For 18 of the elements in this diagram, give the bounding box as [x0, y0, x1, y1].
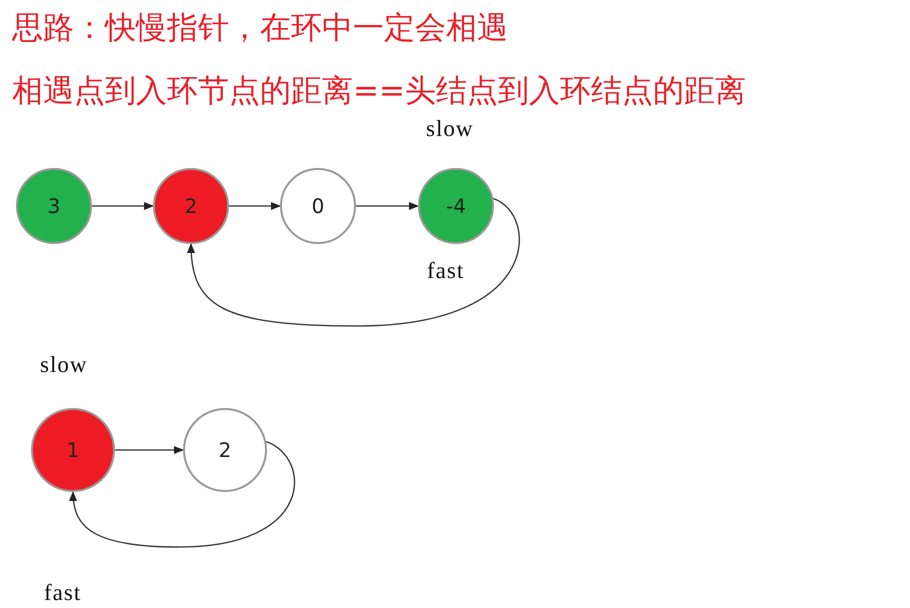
arrow [356, 202, 419, 210]
arrow [229, 202, 281, 210]
arrow [69, 441, 295, 548]
heading: 相遇点到入环节点的距离==头结点到入环结点的距离 [12, 73, 746, 110]
list-node-circle: 2 [153, 168, 229, 244]
pointer-label: fast [427, 258, 464, 284]
list-node-circle: 2 [183, 408, 267, 492]
arrow [115, 446, 184, 454]
heading: 思路：快慢指针，在环中一定会相遇 [12, 10, 508, 48]
list-node-circle: 3 [16, 168, 92, 244]
pointer-label: slow [426, 116, 474, 142]
list-node-circle: 0 [280, 168, 356, 244]
arrow [187, 198, 520, 327]
arrow [92, 202, 154, 210]
list-node-circle: -4 [418, 168, 494, 244]
list-node-circle: 1 [31, 408, 115, 492]
pointer-label: fast [44, 580, 82, 606]
pointer-label: slow [40, 352, 88, 378]
